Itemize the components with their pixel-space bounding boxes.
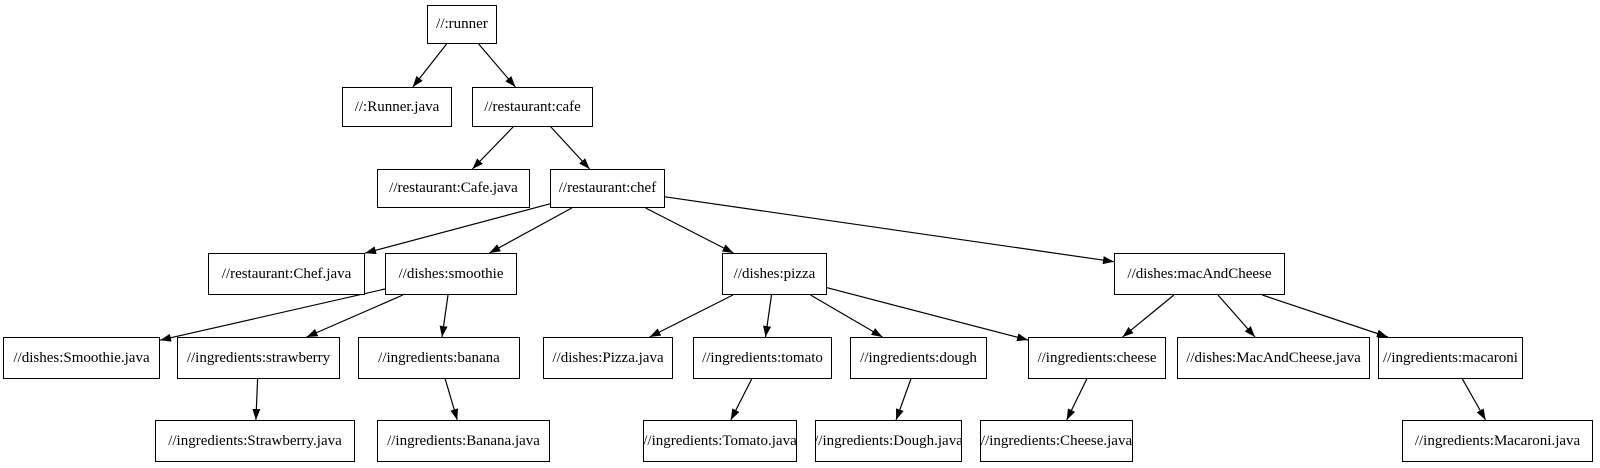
graph-node-pizza: //dishes:pizza (722, 253, 827, 295)
graph-node-smoothie: //dishes:smoothie (385, 253, 517, 295)
graph-node-dough: //ingredients:dough (850, 337, 987, 379)
graph-edge-strawberry-to-strawberry-java (252, 378, 261, 421)
graph-node-tomato: //ingredients:tomato (693, 337, 832, 379)
graph-node-label: //ingredients:Cheese.java (980, 432, 1133, 449)
graph-node-cafe-java: //restaurant:Cafe.java (377, 169, 530, 208)
graph-node-cheese: //ingredients:cheese (1028, 337, 1166, 379)
graph-node-label: //ingredients:Dough.java (815, 432, 962, 449)
graph-node-label: //ingredients:dough (860, 349, 977, 366)
graph-edge-cheese-to-cheese-java (1066, 378, 1088, 421)
graph-node-label: //ingredients:Banana.java (387, 432, 540, 449)
graph-edge-banana-to-banana-java (444, 378, 459, 421)
graph-node-runner: //:runner (427, 5, 497, 44)
graph-node-label: //dishes:Pizza.java (552, 349, 664, 366)
graph-node-label: //restaurant:chef (558, 180, 657, 196)
graph-edge-chef-to-pizza (645, 207, 734, 254)
graph-edge-mac-and-cheese-to-cheese (1122, 294, 1175, 338)
graph-node-banana-java: //ingredients:Banana.java (377, 420, 550, 462)
graph-edge-chef-to-mac-and-cheese (664, 196, 1115, 265)
graph-node-macaroni: //ingredients:macaroni (1378, 337, 1523, 379)
graph-edge-chef-to-smoothie (489, 207, 573, 254)
graph-edge-smoothie-to-strawberry (306, 294, 404, 338)
graph-edge-pizza-to-cheese (826, 287, 1029, 342)
graph-node-label: //ingredients:cheese (1037, 349, 1157, 366)
graph-edge-smoothie-to-smoothie-java (159, 288, 386, 342)
graph-edge-macaroni-to-macaroni-java (1461, 378, 1487, 421)
graph-node-smoothie-java: //dishes:Smoothie.java (3, 337, 160, 379)
graph-node-label: //dishes:pizza (733, 265, 816, 282)
graph-edge-dough-to-dough-java (895, 378, 912, 421)
graph-node-label: //ingredients:tomato (702, 349, 823, 366)
graph-node-label: //ingredients:Tomato.java (643, 432, 797, 449)
graph-node-label: //:Runner.java (354, 98, 440, 115)
graph-edge-runner-to-cafe (478, 43, 516, 88)
graph-node-label: //dishes:Smoothie.java (13, 349, 150, 366)
graph-node-label: //restaurant:cafe (484, 98, 581, 115)
graph-edge-mac-and-cheese-to-mac-and-cheese-java (1217, 294, 1256, 338)
graph-node-runner-java: //:Runner.java (342, 87, 452, 127)
graph-edge-pizza-to-tomato (763, 294, 773, 338)
graph-node-dough-java: //ingredients:Dough.java (815, 420, 962, 462)
graph-node-label: //dishes:smoothie (398, 265, 504, 282)
graph-node-label: //ingredients:Macaroni.java (1414, 432, 1581, 449)
graph-node-label: //dishes:MacAndCheese.java (1186, 349, 1361, 366)
graph-edge-runner-to-runner-java (412, 43, 448, 88)
graph-edge-mac-and-cheese-to-macaroni (1262, 294, 1388, 338)
graph-edge-tomato-to-tomato-java (730, 378, 753, 421)
graph-node-label: //ingredients:strawberry (186, 349, 331, 366)
graph-edge-pizza-to-dough (810, 294, 883, 338)
graph-node-strawberry-java: //ingredients:Strawberry.java (155, 420, 355, 462)
graph-node-label: //ingredients:macaroni (1383, 349, 1518, 366)
graph-node-label: //:runner (436, 16, 488, 32)
graph-node-strawberry: //ingredients:strawberry (177, 337, 340, 379)
graph-node-tomato-java: //ingredients:Tomato.java (643, 420, 797, 462)
graph-node-label: //dishes:macAndCheese (1127, 265, 1272, 282)
graph-node-mac-and-cheese-java: //dishes:MacAndCheese.java (1177, 337, 1370, 379)
graph-node-cafe: //restaurant:cafe (472, 87, 593, 127)
graph-node-chef: //restaurant:chef (550, 169, 665, 208)
graph-edge-chef-to-chef-java (364, 203, 551, 255)
graph-node-cheese-java: //ingredients:Cheese.java (980, 420, 1133, 462)
graph-node-macaroni-java: //ingredients:Macaroni.java (1402, 420, 1593, 462)
graph-node-label: //restaurant:Chef.java (221, 265, 352, 282)
graph-edge-cafe-to-chef (550, 126, 591, 170)
graph-node-pizza-java: //dishes:Pizza.java (543, 337, 673, 379)
graph-edge-pizza-to-pizza-java (649, 294, 734, 338)
graph-node-mac-and-cheese: //dishes:macAndCheese (1114, 253, 1285, 295)
graph-node-label: //ingredients:Strawberry.java (168, 432, 342, 449)
graph-edge-cafe-to-cafe-java (471, 126, 514, 170)
graph-node-label: //restaurant:Cafe.java (389, 180, 518, 196)
graph-node-chef-java: //restaurant:Chef.java (208, 253, 365, 295)
graph-node-banana: //ingredients:banana (358, 337, 520, 379)
graph-node-label: //ingredients:banana (378, 349, 500, 366)
graph-edge-smoothie-to-banana (439, 294, 449, 338)
